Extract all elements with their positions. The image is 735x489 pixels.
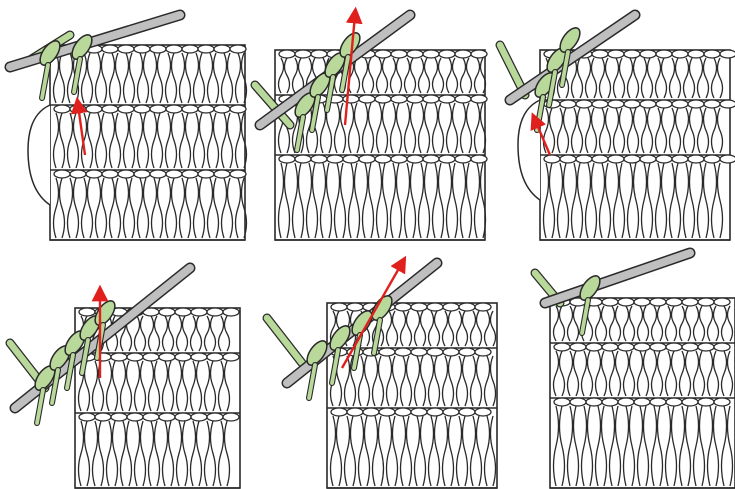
step-1-panel [10, 5, 245, 245]
step-4-panel [5, 248, 240, 488]
crochet-step-illustration [5, 248, 240, 488]
crochet-step-illustration [250, 5, 485, 245]
step-5-panel [262, 248, 497, 488]
crochet-step-illustration [500, 248, 735, 488]
crocheted-fabric [28, 45, 247, 240]
crochet-step-illustration [495, 5, 730, 245]
step-3-panel [495, 5, 730, 245]
crochet-hook-icon [545, 253, 690, 303]
step-6-panel [500, 248, 735, 488]
crochet-step-illustration [10, 5, 245, 245]
step-2-panel [250, 5, 485, 245]
crocheted-fabric [275, 50, 487, 240]
crocheted-fabric [550, 298, 735, 488]
yarn-strand [267, 318, 302, 363]
crochet-step-illustration [262, 248, 497, 488]
